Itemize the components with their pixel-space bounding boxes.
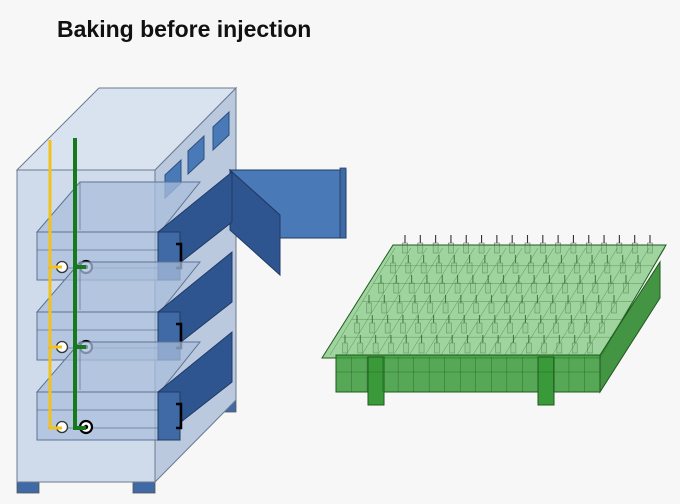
vent-icon: [187, 134, 205, 176]
drawer: [35, 330, 233, 442]
needle-tray-rack-icon: [321, 235, 667, 406]
vent-icon: [212, 110, 230, 152]
green-cable: [73, 138, 86, 430]
yellow-cable: [48, 140, 62, 430]
rack-leg: [367, 356, 385, 406]
oven-door-panel: [228, 169, 347, 239]
drawer-handle-icon: [176, 402, 183, 430]
oven-door-edge: [339, 167, 347, 239]
drawer-front: [36, 391, 161, 441]
drawer-face: [157, 391, 181, 441]
rack-front-cells: [335, 357, 601, 392]
oven-cabinet-icon: [15, 86, 347, 494]
rack-grid: [329, 247, 666, 356]
diagram-title: Baking before injection: [57, 16, 312, 42]
drawer-group: [35, 170, 233, 442]
rack-leg: [537, 356, 555, 406]
